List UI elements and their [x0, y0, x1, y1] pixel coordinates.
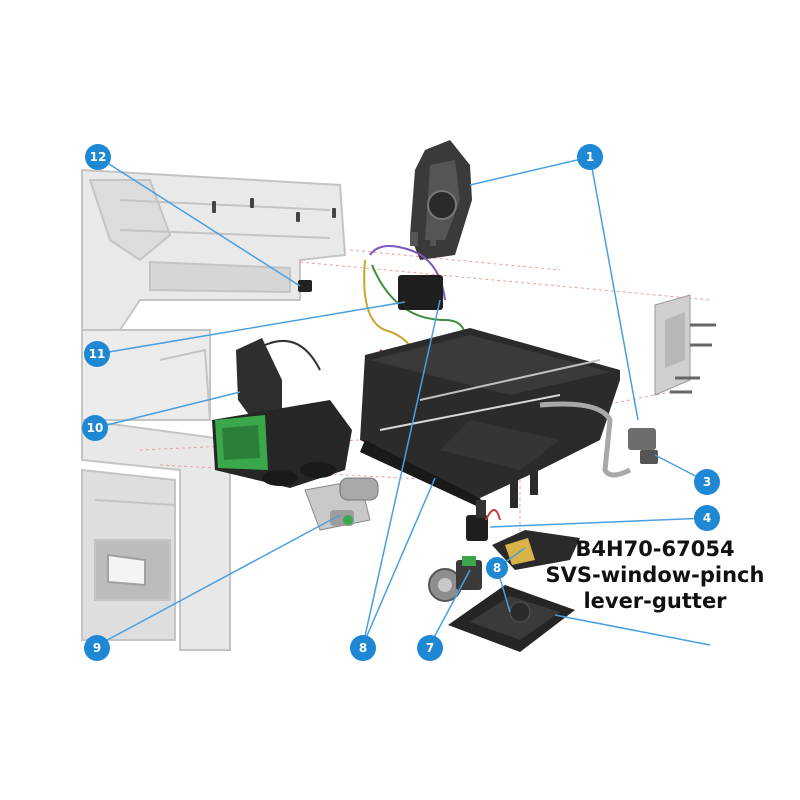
callout-7: 7 [417, 635, 443, 661]
callout-8-label: 8 [359, 641, 367, 655]
callout-4: 4 [694, 505, 720, 531]
part-name-line1: SVS-window-pinch [545, 563, 765, 587]
callout-9: 9 [84, 635, 110, 661]
part-3-side-plate [539, 294, 716, 478]
part-number: B4H70-67054 [575, 537, 735, 561]
callout-4-label: 4 [703, 511, 711, 525]
callout-1-label: 1 [586, 150, 594, 164]
callout-10-label: 10 [87, 421, 104, 435]
callout-9-label: 9 [93, 641, 101, 655]
callout-badges: 1 3 4 7 8 8 9 10 [82, 144, 720, 661]
screws-top [212, 198, 336, 222]
part-4-sensor-bracket [466, 500, 501, 541]
part-label: B4H70-67054 SVS-window-pinch lever-gutte… [530, 536, 780, 614]
callout-8-inline: 8 [486, 557, 508, 579]
callout-1: 1 [577, 144, 603, 170]
callout-12-label: 12 [90, 150, 107, 164]
part-1-gear-housing [410, 140, 472, 260]
part-lever [492, 530, 580, 570]
part-10-fan-duct [212, 338, 352, 488]
callout-7-label: 7 [426, 641, 434, 655]
callout-10: 10 [82, 415, 108, 441]
callout-8: 8 [350, 635, 376, 661]
callout-12: 12 [85, 144, 111, 170]
callout-11-label: 11 [89, 347, 106, 361]
ghost-printer-frame [81, 168, 347, 651]
callout-8-inline-label: 8 [493, 561, 501, 575]
part-8-lower-gutter [448, 585, 575, 652]
part-11-connector-box [398, 275, 443, 310]
callout-3-label: 3 [703, 475, 711, 489]
part-name-line2: lever-gutter [583, 589, 727, 613]
part-12-clip [298, 280, 312, 292]
callout-11: 11 [84, 341, 110, 367]
part-7-motor [428, 556, 482, 602]
callout-3: 3 [694, 469, 720, 495]
part-9-motor-bracket [304, 477, 379, 531]
